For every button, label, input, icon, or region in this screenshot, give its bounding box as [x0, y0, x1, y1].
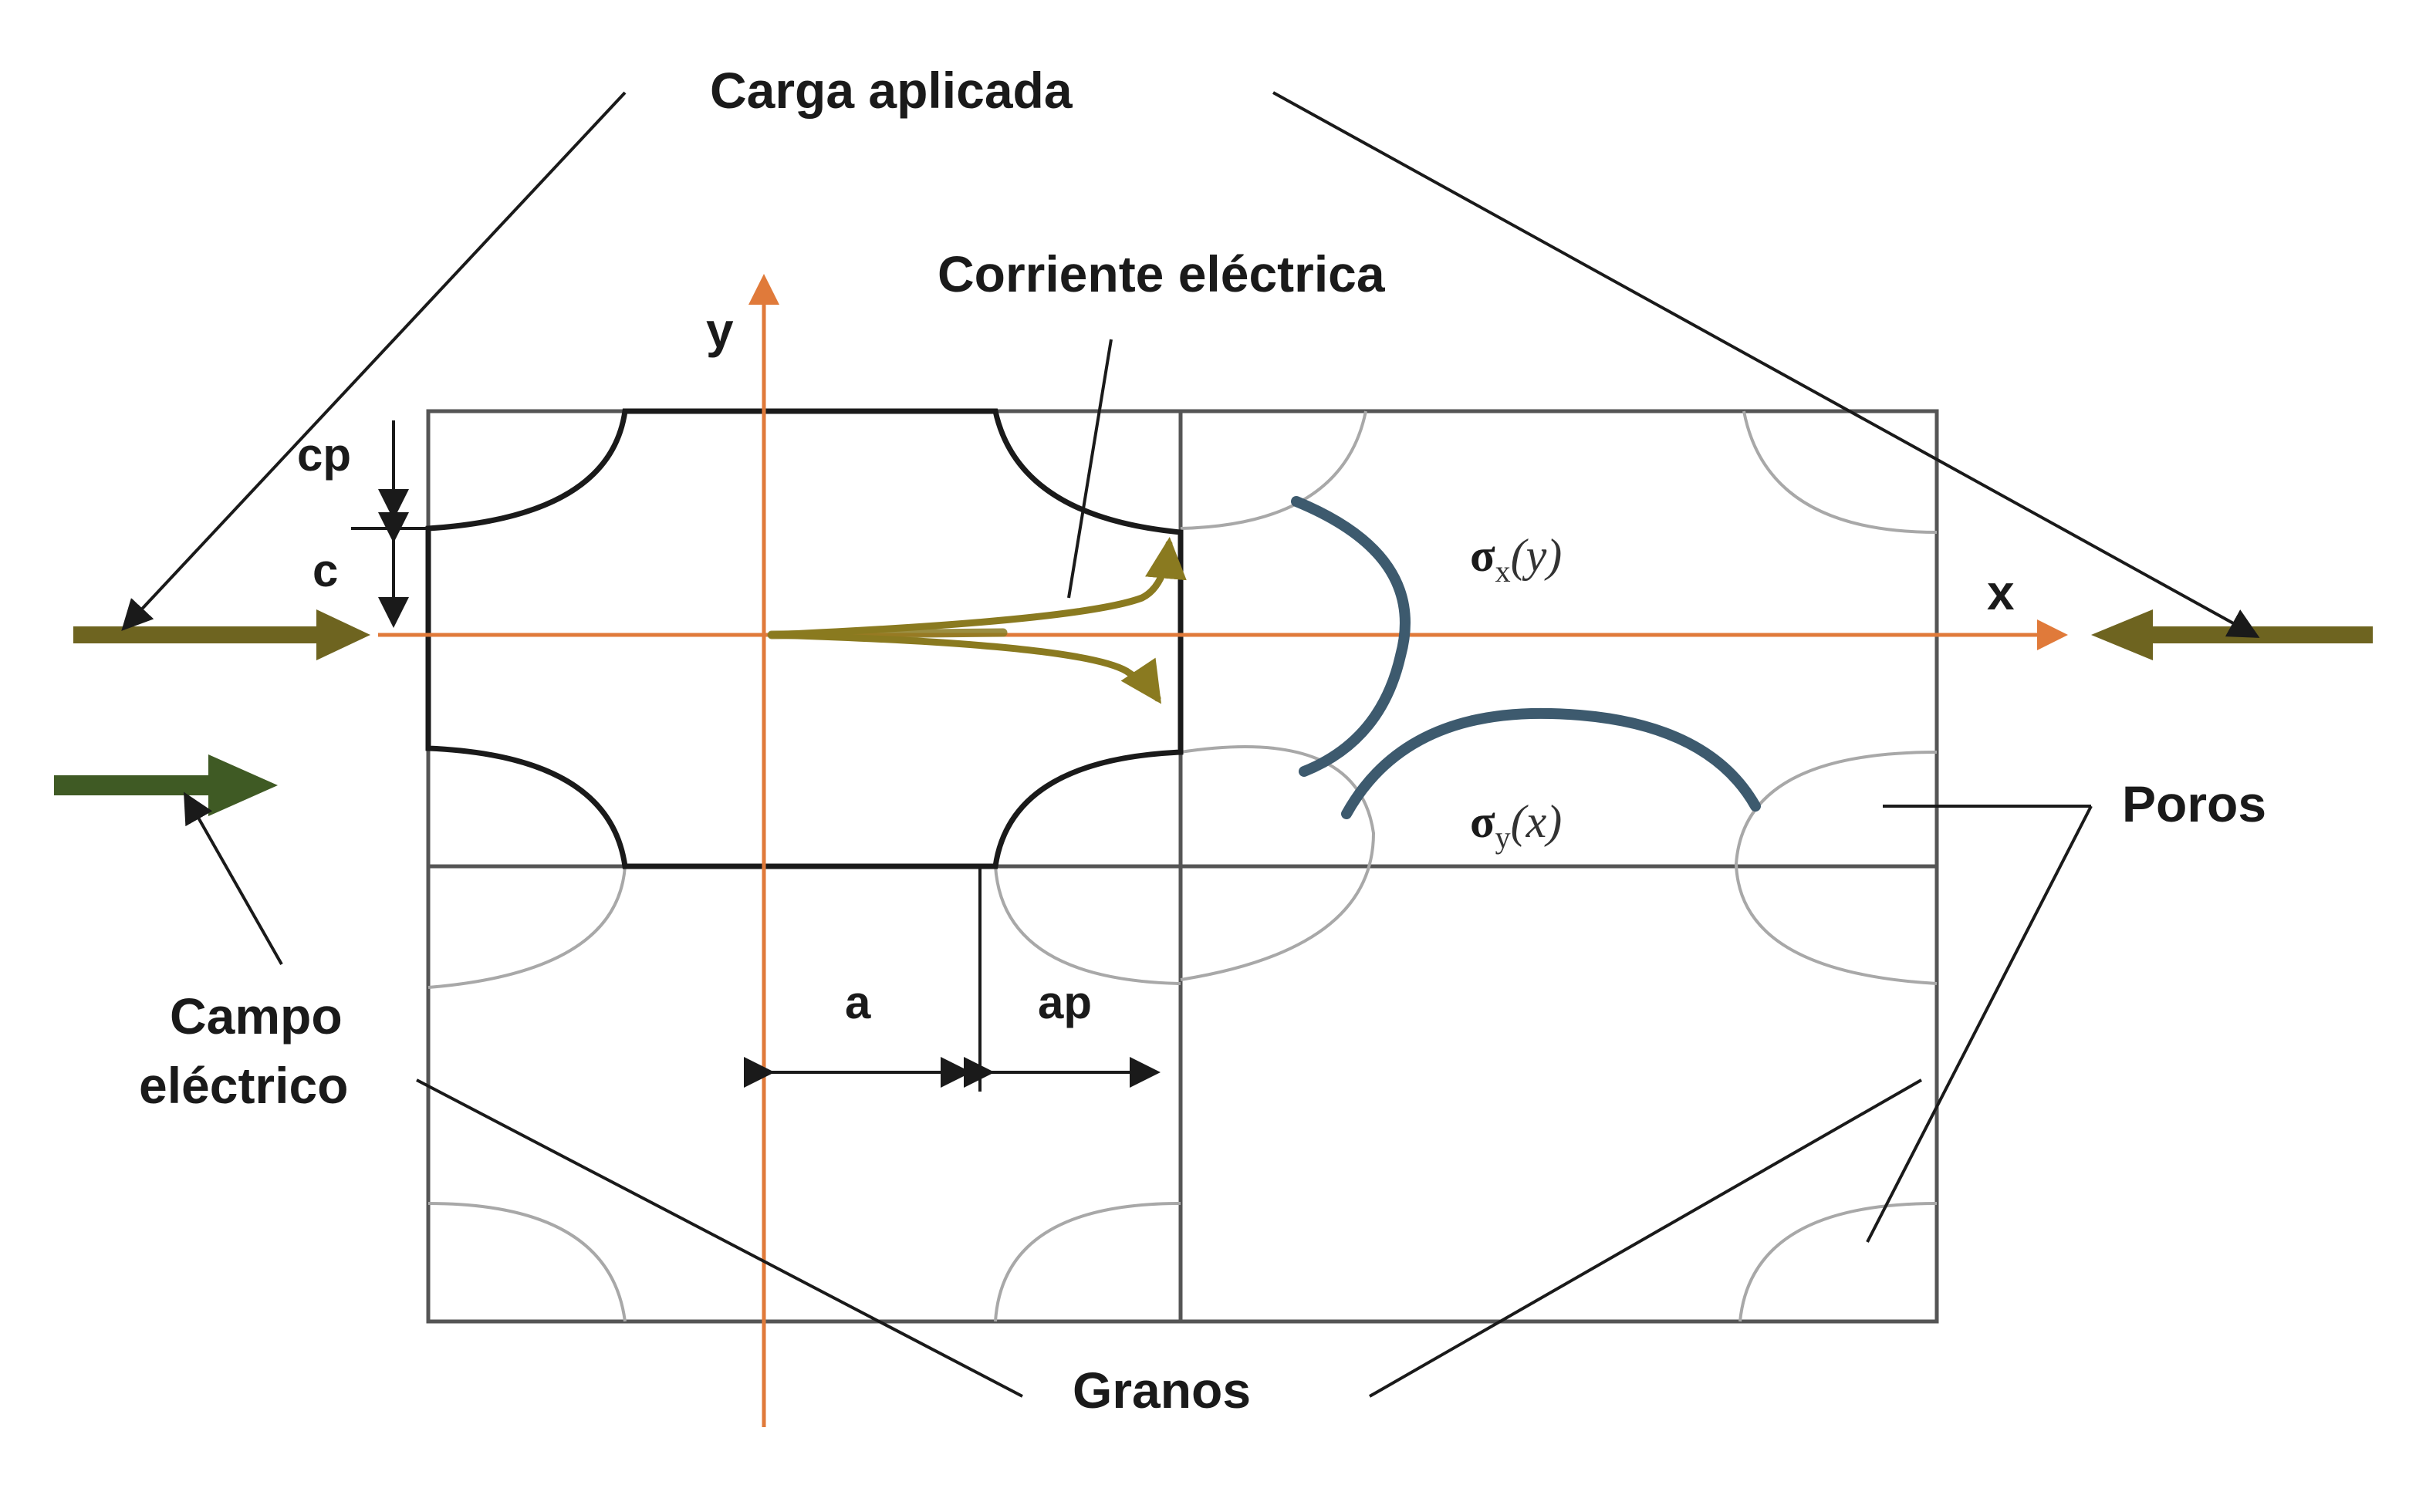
sigma-x-argument: (y): [1511, 530, 1563, 581]
sigma-x-subscript: x: [1495, 554, 1511, 589]
grains-leader-right: [1369, 1078, 1922, 1398]
sigma-y-label: σy(x): [1470, 796, 1562, 855]
field-leader: [184, 791, 283, 965]
sigma-symbol: σ: [1470, 530, 1495, 581]
grain-outline: [425, 408, 1184, 869]
pore: [1180, 745, 1376, 981]
load-leader-right: [1272, 91, 2260, 638]
load-leader-left: [121, 91, 627, 631]
sigma-symbol: σ: [1470, 796, 1495, 847]
pores-leader-2: [1866, 805, 2093, 1243]
electric-field-label-line2: eléctrico: [139, 1057, 348, 1114]
sigma-y-subscript: y: [1495, 820, 1511, 855]
pore: [1742, 410, 1938, 534]
y-axis-label: y: [706, 302, 734, 358]
load-arrow-left-head: [316, 609, 370, 660]
dim-c-label: c: [313, 545, 338, 596]
dimension-markers: [351, 420, 1161, 1092]
electric-current-label: Corriente eléctrica: [938, 245, 1386, 302]
pore: [994, 866, 1181, 985]
field-arrow-head: [208, 754, 278, 816]
electric-field-label-line1: Campo: [170, 987, 343, 1045]
applied-load-label: Carga aplicada: [710, 62, 1073, 119]
current-arrow-middle: [767, 628, 1008, 640]
pore: [1734, 751, 1938, 985]
pores-label: Poros: [2122, 775, 2266, 832]
pore: [427, 866, 627, 989]
stress-curve-sigma-y: [1341, 707, 1761, 819]
pore: [994, 1202, 1181, 1322]
current-arrow-lower: [768, 631, 1161, 704]
dim-a-label: a: [845, 977, 871, 1028]
coordinate-axes: [378, 274, 2068, 1427]
dim-ap-label: ap: [1038, 977, 1092, 1028]
pore-outlines: [427, 410, 1938, 1322]
pore: [1738, 1202, 1938, 1322]
pore: [1180, 410, 1367, 530]
dim-cp-label: cp: [297, 429, 351, 481]
field-arrow-shaft: [54, 775, 224, 795]
electric-field-arrow: [54, 754, 278, 816]
sigma-y-argument: (x): [1511, 796, 1563, 847]
load-arrow-right-head: [2091, 609, 2153, 660]
load-arrow-left-shaft: [73, 626, 328, 643]
pore: [427, 1202, 627, 1322]
current-leader: [1067, 339, 1113, 599]
electric-current-arrows: [767, 537, 1187, 704]
current-arrow-upper: [768, 537, 1187, 639]
stress-curves: [1291, 496, 1761, 819]
sigma-x-label: σx(y): [1470, 530, 1562, 589]
grains-label: Granos: [1073, 1362, 1251, 1419]
leader-lines: [121, 91, 2260, 1398]
stress-curve-sigma-x: [1291, 496, 1411, 777]
grains-leader-left: [416, 1078, 1023, 1398]
x-axis-label: x: [1987, 565, 2015, 620]
